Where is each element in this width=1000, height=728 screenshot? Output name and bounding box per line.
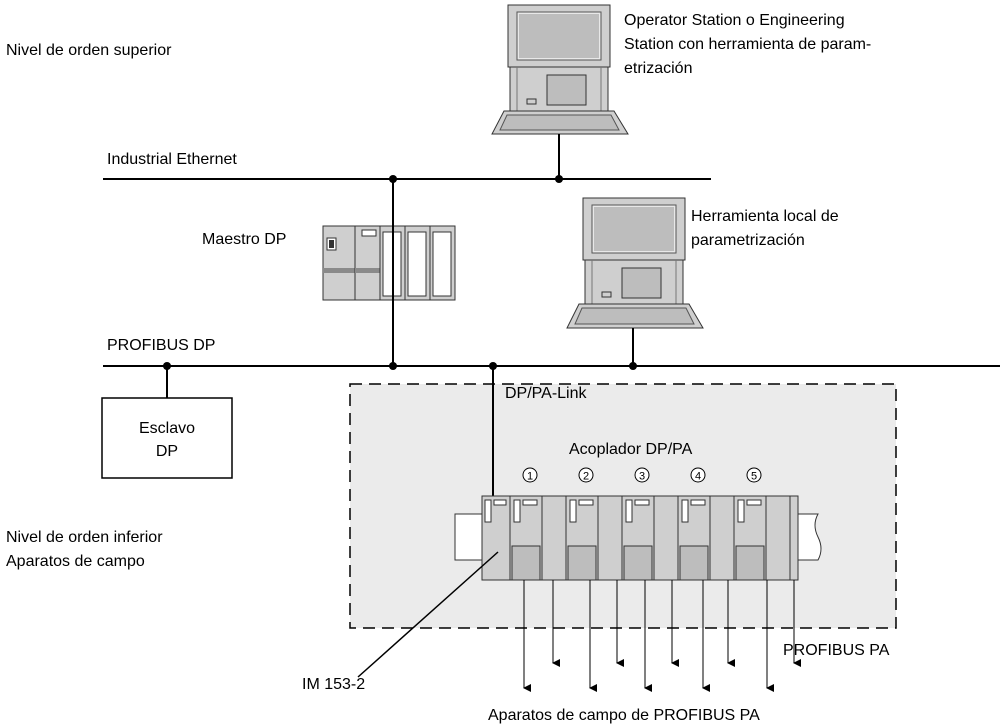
lower-level-label: Nivel de orden inferior Aparatos de camp… [6, 529, 163, 570]
local-tool-computer-icon [566, 197, 704, 329]
profibus-dp-label: PROFIBUS DP [107, 337, 216, 354]
dp-master-label: Maestro DP [202, 231, 287, 248]
coupler-number: 1 [527, 471, 533, 483]
field-device-arrows [523, 580, 801, 692]
dp-slave-box [101, 397, 233, 479]
coupler-number-circle [578, 467, 594, 483]
coupler-number: 2 [583, 471, 589, 483]
coupler-module [509, 495, 567, 581]
dp-pa-coupler-modules: 1 2 3 4 5 [509, 467, 799, 581]
coupler-number-circle [746, 467, 762, 483]
coupler-module [733, 495, 791, 581]
dp-slave-label: Esclavo DP [138, 420, 196, 460]
coupler-number-circle [690, 467, 706, 483]
field-devices-label: Aparatos de campo de PROFIBUS PA [488, 707, 760, 724]
dp-pa-link-label: DP/PA-Link [505, 385, 587, 402]
coupler-number-circle [634, 467, 650, 483]
coupler-number-circle [522, 467, 538, 483]
im-153-2-module [481, 495, 511, 581]
local-tool-label: Herramienta local de parametrización [691, 208, 839, 249]
operator-station-label: Operator Station o Engineering Station c… [624, 12, 872, 77]
im-153-2-label: IM 153-2 [302, 676, 366, 693]
coupler-module [677, 495, 735, 581]
operator-station-computer-icon [491, 4, 629, 135]
dp-pa-coupler-label: Acoplador DP/PA [569, 441, 693, 458]
coupler-number: 3 [639, 471, 645, 483]
coupler-module [621, 495, 679, 581]
coupler-number: 4 [695, 471, 701, 483]
upper-level-label: Nivel de orden superior [6, 42, 172, 59]
coupler-module [565, 495, 623, 581]
coupler-number: 5 [751, 471, 757, 483]
profibus-pa-label: PROFIBUS PA [783, 642, 890, 659]
industrial-ethernet-label: Industrial Ethernet [107, 151, 237, 168]
dp-master-plc-icon [322, 225, 456, 301]
